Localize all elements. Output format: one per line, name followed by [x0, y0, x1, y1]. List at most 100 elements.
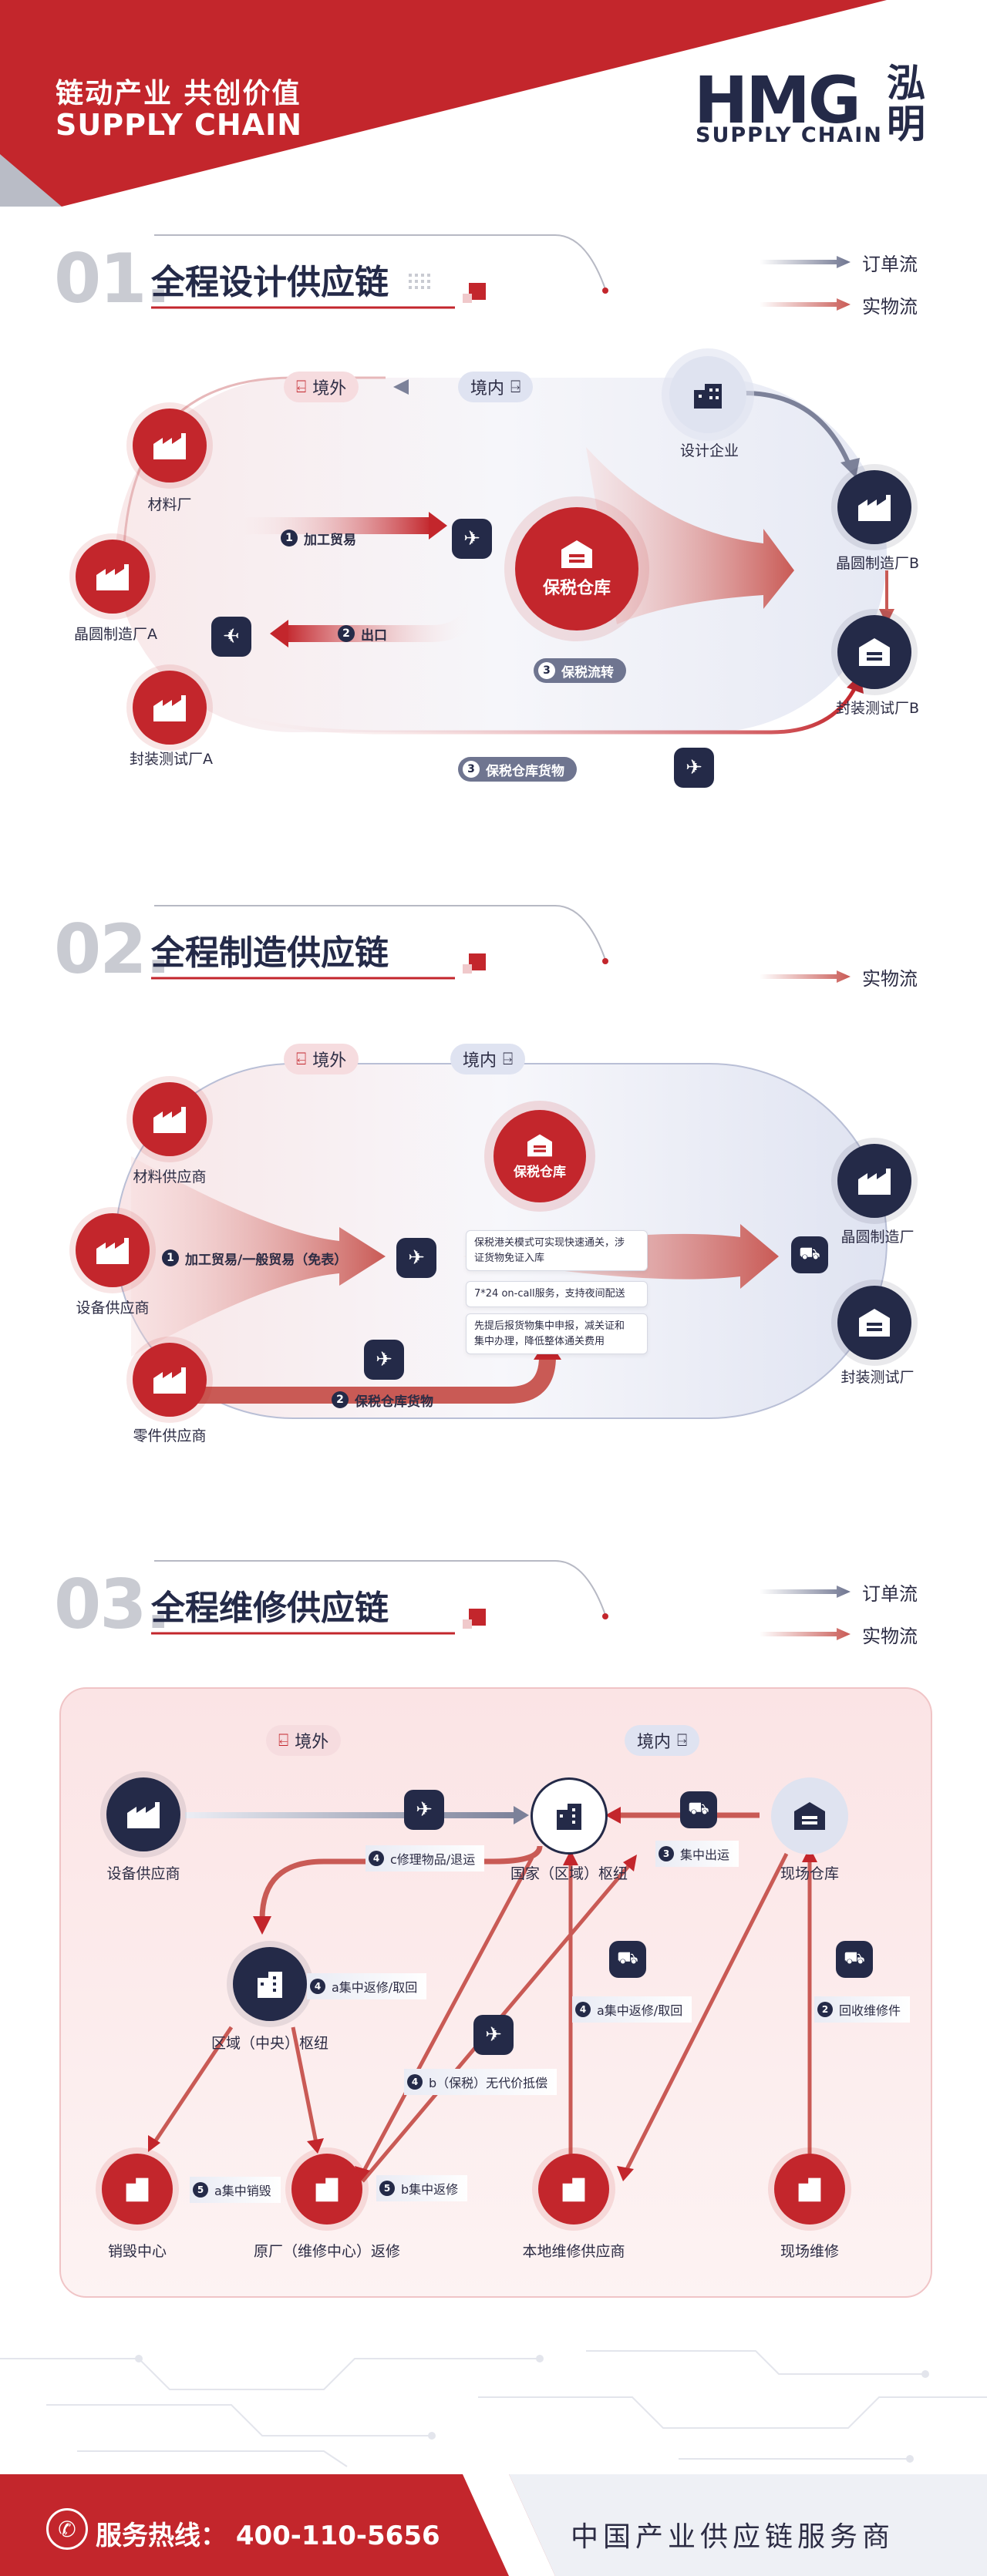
s3-legend-order-flow: 订单流 — [862, 1583, 918, 1605]
s3-domestic-label: 境内⍈ — [625, 1725, 700, 1756]
s3-node-equip-icon — [106, 1777, 180, 1851]
s3-node-scrap-icon — [102, 2154, 173, 2225]
s1-domestic-label: 境内⍈ — [458, 372, 534, 402]
s1-node-wafer-b-label: 晶圆制造厂B — [835, 555, 920, 572]
s2-legend-physical-flow: 实物流 — [862, 968, 918, 990]
s1-node-design-label: 设计企业 — [679, 442, 739, 459]
s1-plane-icon-1: ✈ — [452, 519, 492, 559]
s1-node-pack-b-label: 封装测试厂B — [835, 700, 920, 717]
s3-node-site-wh-icon — [771, 1777, 848, 1855]
enter-icon: ⍈ — [503, 1049, 514, 1069]
s3-node-hub-nat-icon — [531, 1777, 608, 1855]
s2-node-parts-label: 零件供应商 — [133, 1428, 207, 1444]
s3-node-hub-reg-label: 区域（中央）枢纽 — [211, 2035, 329, 2052]
s2-note-1: 保税港关模式可实现快速通关，涉 证货物免证入库 — [466, 1230, 648, 1271]
s1-bonded-warehouse: 保税仓库 — [515, 507, 638, 631]
s1-node-material-label: 材料厂 — [147, 496, 192, 513]
s1-node-pack-b-icon — [837, 615, 911, 689]
s2-node-wafer-icon — [837, 1144, 911, 1218]
s2-node-equip-icon — [76, 1213, 150, 1287]
s2-node-parts-icon — [133, 1343, 207, 1417]
s3-node-oem-label: 原厂（维修中心）返修 — [253, 2243, 401, 2260]
section-2-title-deco — [151, 905, 608, 980]
s2-node-material-label: 材料供应商 — [133, 1169, 207, 1185]
s3-truck-icon-3: ⛟ — [836, 1941, 873, 1978]
s1-node-material-icon — [133, 409, 207, 483]
exit-icon: ⍇ — [278, 1730, 289, 1750]
s2-domestic-label: 境内⍈ — [450, 1044, 526, 1074]
s2-node-pack-label: 封装测试厂 — [840, 1369, 915, 1386]
section-3-title: 全程维修供应链 — [151, 1589, 389, 1628]
legend-order-flow: 订单流 — [862, 254, 918, 275]
s3-node-local-label: 本地维修供应商 — [522, 2243, 625, 2260]
header-slogan-cn: 链动产业 共创价值 — [56, 78, 301, 109]
footer-hotline[interactable]: 服务热线： 400-110-5656 — [96, 2521, 440, 2551]
s3-node-hub-reg-icon — [233, 1947, 307, 2021]
s2-legend-physical-arrow — [760, 970, 851, 983]
s2-node-pack-icon — [837, 1286, 911, 1360]
s3-node-equip-label: 设备供应商 — [106, 1865, 180, 1882]
section-2-diagram-bg — [115, 1063, 888, 1419]
s2-overseas-label: ⍇境外 — [284, 1044, 359, 1074]
logo-chinese: 泓明 — [887, 60, 925, 146]
phone-icon: ✆ — [46, 2508, 88, 2550]
s3-plane-icon-1: ✈ — [404, 1790, 444, 1830]
s3-node-local-icon — [538, 2154, 609, 2225]
s3-overseas-label: ⍇境外 — [266, 1725, 342, 1756]
s3-node-hub-nat-label: 国家（区域）枢纽 — [510, 1865, 628, 1882]
s1-plane-icon-2: ✈ — [211, 617, 251, 657]
section-2-title: 全程制造供应链 — [151, 933, 389, 973]
s2-plane-icon-2: ✈ — [364, 1340, 404, 1380]
s2-node-wafer-label: 晶圆制造厂 — [840, 1229, 915, 1246]
s1-overseas-label: ⍇境外 — [284, 372, 359, 402]
s3-legend-physical-flow: 实物流 — [862, 1626, 918, 1647]
logo-mark: HMG — [694, 62, 861, 138]
warehouse-icon — [561, 540, 592, 568]
legend-physical-flow: 实物流 — [862, 296, 918, 318]
section-1-diagram-bg — [116, 376, 894, 735]
section-3-diagram — [59, 1687, 932, 2298]
warehouse-icon — [527, 1134, 552, 1156]
s2-note-3: 先提后报货物集中申报，减关证和 集中办理，降低整体通关费用 — [466, 1313, 648, 1354]
s1-plane-icon-3: ✈ — [674, 748, 714, 788]
header-band — [0, 0, 887, 207]
s1-node-pack-a-label: 封装测试厂A — [130, 751, 213, 768]
s1-node-wafer-a-label: 晶圆制造厂A — [74, 626, 157, 643]
s2-note-2: 7*24 on-call服务，支持夜间配送 — [466, 1281, 648, 1307]
s2-bonded-warehouse: 保税仓库 — [494, 1110, 586, 1202]
s3-node-onsite-icon — [774, 2154, 845, 2225]
legend-order-arrow — [760, 256, 851, 268]
s3-legend-physical-arrow — [760, 1628, 851, 1640]
section-3-title-deco — [151, 1560, 608, 1635]
s3-legend-order-arrow — [760, 1586, 851, 1598]
section-1-title: 全程设计供应链 — [151, 263, 389, 302]
section-2-number: 02. — [54, 910, 171, 989]
section-3-number: 03. — [54, 1565, 171, 1644]
s1-node-wafer-b-icon — [837, 470, 911, 544]
s1-node-wafer-a-icon — [76, 540, 150, 614]
s3-plane-icon-2: ✈ — [473, 2015, 514, 2055]
s3-node-oem-icon — [291, 2154, 362, 2225]
s3-node-site-wh-label: 现场仓库 — [780, 1865, 840, 1882]
section-1-title-deco — [151, 234, 608, 309]
legend-physical-arrow — [760, 298, 851, 311]
section-1-number: 01. — [54, 239, 171, 318]
s3-truck-icon-2: ⛟ — [609, 1941, 646, 1978]
s2-truck-icon: ⛟ — [791, 1236, 828, 1273]
exit-icon: ⍇ — [296, 1049, 307, 1069]
footer-band — [0, 2474, 987, 2576]
